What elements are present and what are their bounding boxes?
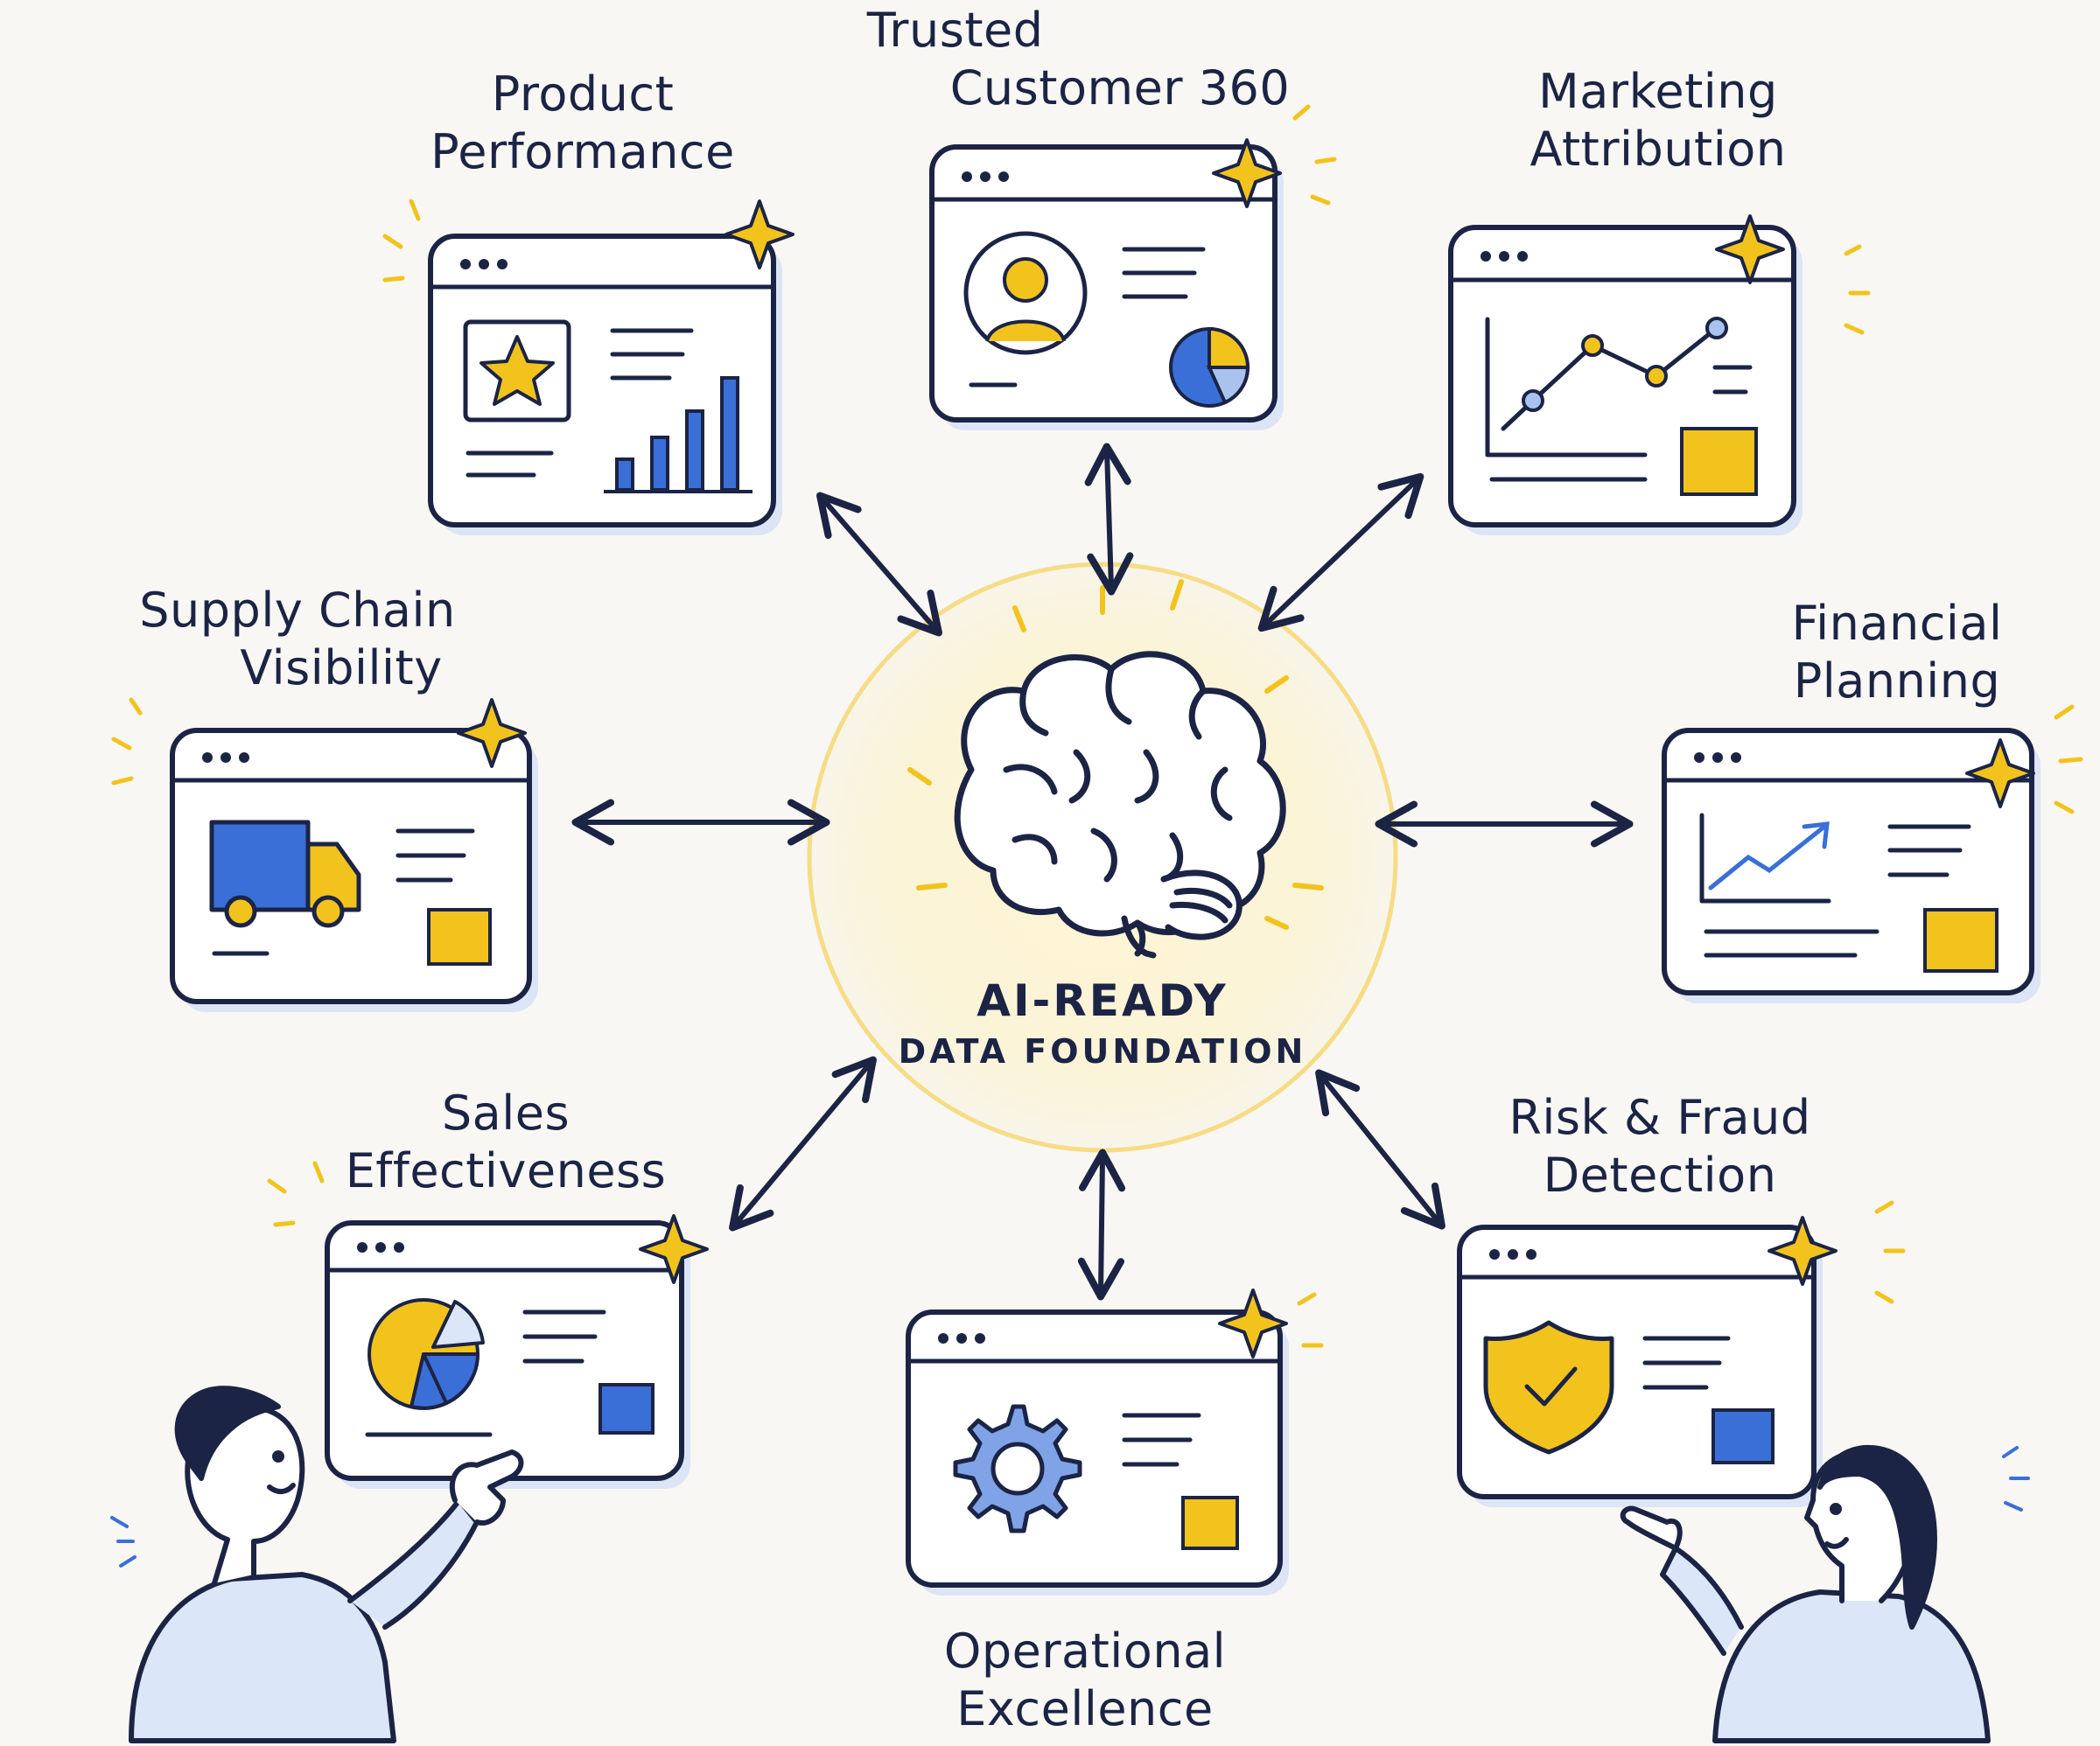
sparkle-rays — [111, 104, 2083, 1348]
person-right-presenting — [1620, 1444, 1991, 1743]
gear-icon — [953, 1404, 1082, 1533]
label-line: Planning — [1793, 653, 2001, 709]
arrow-marketing-attribution — [1257, 472, 1424, 632]
card-sales-effectiveness — [325, 1220, 690, 1489]
label-sales-effectiveness: Sales Effectiveness — [346, 1085, 667, 1200]
sparkle-icon — [1715, 214, 1785, 284]
sparkle-icon — [639, 1214, 709, 1284]
label-line: Sales — [441, 1086, 570, 1141]
label-line: Performance — [430, 124, 735, 179]
label-product-performance: Product Performance — [430, 66, 735, 181]
label-supply-chain-visibility: Supply Chain Visibility — [139, 582, 455, 697]
label-risk-fraud-detection: Risk & Fraud Detection — [1508, 1089, 1810, 1205]
label-line: Excellence — [956, 1681, 1214, 1736]
star-icon — [480, 335, 555, 406]
card-risk-fraud-detection — [1457, 1225, 1823, 1507]
connector-arrows — [571, 443, 1634, 1301]
card-operational-excellence — [906, 1310, 1289, 1596]
label-line: Customer 360 — [949, 60, 1291, 115]
card-marketing-attribution — [1448, 225, 1802, 535]
card-product-performance — [428, 234, 782, 535]
user-avatar-icon — [963, 231, 1088, 355]
brain-icon — [954, 651, 1286, 959]
arrow-operational-excellence — [1077, 1149, 1126, 1301]
person-left-pointing — [129, 1386, 524, 1743]
arrow-product-performance — [816, 492, 942, 637]
card-financial-planning — [1662, 728, 2040, 1003]
card-trusted-customer-360 — [929, 144, 1284, 430]
label-line: Risk & Fraud — [1508, 1090, 1811, 1145]
shield-check-icon — [1483, 1320, 1614, 1455]
label-line: Operational — [943, 1624, 1227, 1679]
card-supply-chain-visibility — [170, 728, 538, 1012]
label-marketing-attribution: Marketing Attribution — [1530, 63, 1787, 178]
center-title: AI-READY — [976, 975, 1228, 1026]
label-financial-planning: Financial Planning — [1792, 595, 2003, 710]
label-line: Attribution — [1530, 122, 1787, 177]
sparkle-icon — [1768, 1216, 1838, 1286]
label-line: Trusted — [866, 3, 1044, 58]
center-subtitle: DATA FOUNDATION — [898, 1032, 1307, 1071]
arrow-trusted-customer-360 — [1084, 443, 1134, 596]
sparkles — [457, 138, 2035, 1358]
pie-chart-icon — [368, 1298, 485, 1410]
center-hub — [807, 562, 1398, 1153]
label-line: Effectiveness — [345, 1143, 667, 1198]
sparkle-icon — [1218, 1289, 1288, 1358]
sparkle-icon — [1212, 138, 1282, 208]
label-operational-excellence: Operational Excellence — [944, 1623, 1226, 1738]
truck-icon — [209, 820, 361, 928]
sparkle-icon — [457, 698, 527, 768]
label-line: Supply Chain — [139, 583, 456, 638]
trend-arrow-icon — [1699, 813, 1831, 904]
arrow-sales-effectiveness — [729, 1056, 877, 1232]
label-line: Detection — [1543, 1148, 1777, 1203]
sparkle-icon — [724, 199, 794, 269]
label-line: Marketing — [1538, 64, 1778, 119]
sparkle-icon — [1965, 738, 2035, 808]
label-line: Visibility — [240, 640, 443, 695]
label-line: Product — [491, 66, 675, 122]
arrow-risk-fraud-detection — [1315, 1069, 1446, 1230]
label-line: Financial — [1791, 596, 2003, 651]
pie-chart-icon — [1169, 326, 1250, 408]
motion-marks — [110, 1446, 2030, 1568]
label-trusted-customer-360: Trusted Customer 360 — [867, 2, 1291, 117]
glow-rays — [907, 579, 1324, 930]
